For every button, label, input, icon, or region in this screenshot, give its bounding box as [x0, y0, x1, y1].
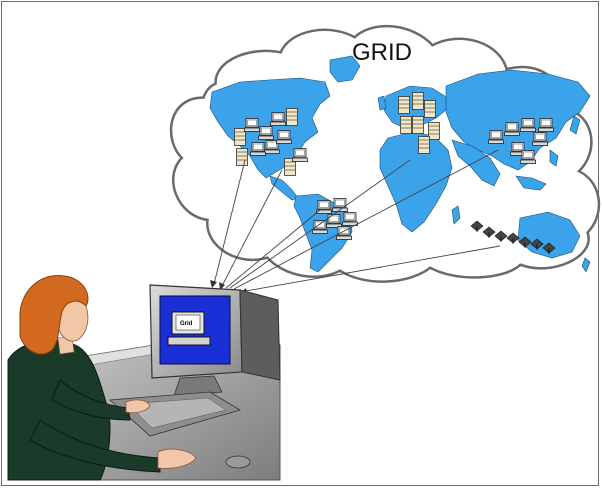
workstation-icon — [276, 130, 292, 144]
workstation-icon — [520, 150, 536, 164]
workstation-icon — [488, 130, 504, 144]
connection-arrows — [213, 149, 501, 293]
connection-line — [239, 245, 501, 293]
woman-user — [7, 275, 197, 481]
server-icon — [412, 116, 424, 134]
server-icon — [234, 128, 246, 146]
workstation-icon — [504, 122, 520, 136]
screen-label: Grid — [180, 321, 193, 327]
cloud-title: GRID — [352, 39, 412, 66]
server-icon — [412, 92, 424, 110]
connection-line — [213, 159, 246, 285]
workstation-icon — [532, 132, 548, 146]
connection-line — [225, 209, 321, 289]
server-icon — [428, 122, 440, 140]
workstation-icon — [312, 220, 328, 234]
workstation-icon — [250, 142, 266, 156]
server-icon — [286, 108, 298, 126]
workstation-icon — [292, 148, 308, 162]
server-icon — [236, 148, 248, 166]
computer-monitor: Grid — [149, 284, 281, 397]
workstation-icon — [342, 212, 358, 226]
server-icon — [398, 96, 410, 114]
connection-line — [229, 159, 411, 289]
server-icon — [418, 136, 430, 154]
workstation-icon — [258, 126, 274, 140]
mouse — [225, 455, 251, 469]
server-icon — [424, 100, 436, 118]
workstation-icon — [326, 214, 342, 228]
workstation-icon — [520, 118, 536, 132]
workstation-icon — [244, 118, 260, 132]
server-icon — [400, 116, 412, 134]
workstation-icon — [270, 112, 286, 126]
screen-workstation-icon: Grid — [167, 311, 211, 346]
connection-line — [221, 169, 283, 287]
connection-line — [233, 149, 499, 290]
workstation-icon — [538, 118, 554, 132]
